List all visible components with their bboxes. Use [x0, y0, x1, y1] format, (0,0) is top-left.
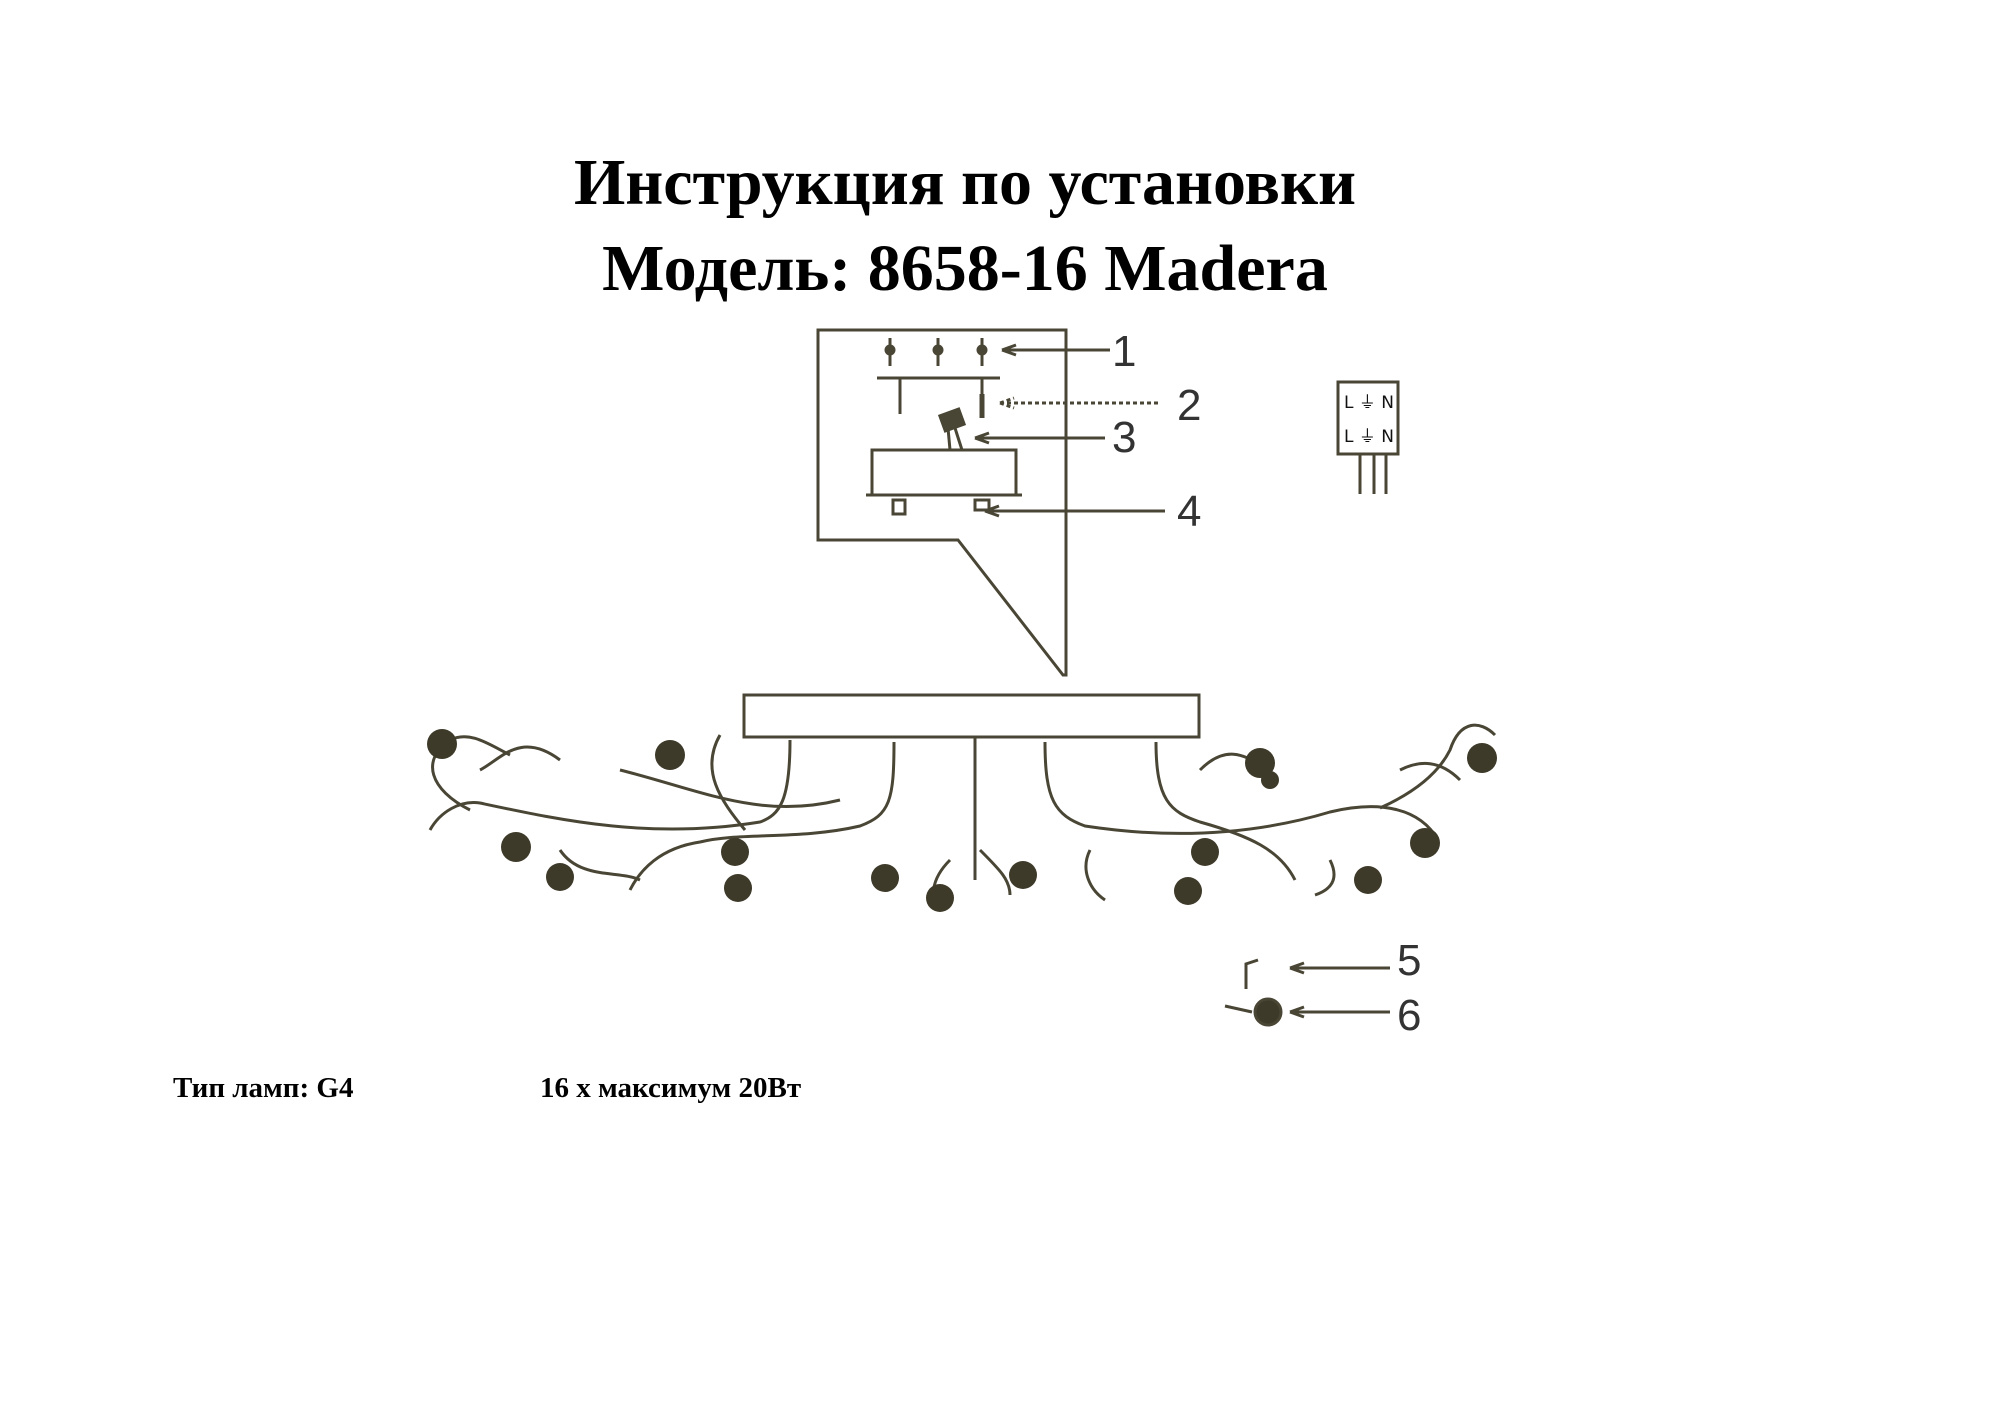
callout-number: 4	[1177, 487, 1201, 536]
bulb	[1174, 877, 1202, 905]
chandelier-arm	[619, 768, 841, 809]
chandelier-arm	[1314, 859, 1336, 897]
chandelier-arm	[1154, 741, 1297, 881]
callout-number: 3	[1112, 413, 1136, 462]
canopy-plate	[866, 448, 1022, 516]
chandelier-arm	[978, 848, 1012, 896]
bulb	[1354, 866, 1382, 894]
bulb	[1261, 771, 1279, 789]
bulb	[724, 874, 752, 902]
lamp-count-label: 16 x максимум 20Вт	[540, 1072, 802, 1104]
part-5-clip	[1244, 958, 1259, 989]
bulb	[655, 740, 685, 770]
bulb	[427, 729, 457, 759]
part-6-bulb	[1253, 997, 1283, 1027]
detail-box-outline	[816, 328, 1068, 677]
part-6-stem	[1224, 1004, 1253, 1014]
wire-connector	[937, 407, 967, 451]
bulb	[1191, 838, 1219, 866]
terminal-block	[1336, 380, 1400, 494]
mounting-screws	[884, 338, 988, 366]
title-line-1: Инструкция по установки	[573, 146, 1357, 219]
bulb	[1467, 743, 1497, 773]
bulb	[721, 838, 749, 866]
callout-arrow-4	[984, 504, 1165, 518]
bulb	[926, 884, 954, 912]
callout-number: 2	[1177, 381, 1201, 430]
bulb	[501, 832, 531, 862]
chandelier-arm	[710, 734, 747, 831]
callout-number: 1	[1112, 327, 1136, 376]
bulb	[546, 863, 574, 891]
callout-arrow-3	[974, 431, 1105, 445]
title-line-2: Модель: 8658-16 Madera	[602, 232, 1328, 305]
bulbs	[427, 729, 1497, 912]
chandelier-arm	[1399, 761, 1462, 782]
terminal-label-row-1: L ⏚ N	[1344, 393, 1394, 413]
page-title: Инструкция по установки Модель: 8658-16 …	[0, 140, 1930, 312]
callout-arrow-5	[1289, 961, 1390, 975]
callout-number: 6	[1397, 991, 1421, 1040]
mounting-bar	[877, 376, 1000, 418]
chandelier-canopy	[742, 693, 1201, 739]
chandelier-arm	[628, 741, 896, 891]
bulb	[1410, 828, 1440, 858]
callout-arrow-2	[999, 396, 1160, 410]
callout-number: 5	[1397, 936, 1421, 985]
chandelier-arm	[479, 745, 561, 772]
terminal-label-row-2: L ⏚ N	[1344, 427, 1394, 447]
chandelier-arm	[1379, 723, 1497, 810]
callout-arrow-1	[1001, 343, 1110, 357]
bulb	[1245, 748, 1275, 778]
lamp-type-label: Тип ламп: G4	[173, 1072, 354, 1104]
chandelier-arm	[1084, 849, 1106, 902]
callout-arrow-6	[1289, 1005, 1390, 1019]
chandelier-arm	[558, 849, 641, 882]
bulb	[871, 864, 899, 892]
bulb	[1009, 861, 1037, 889]
